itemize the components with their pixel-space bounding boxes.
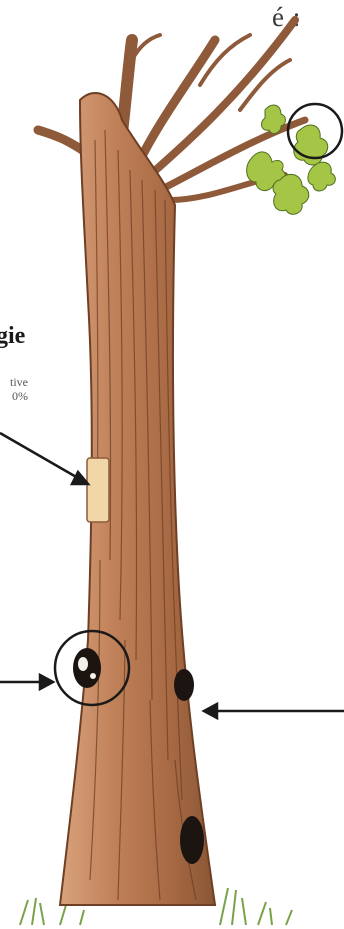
trunk-wound-lower [180, 816, 204, 864]
trunk [60, 93, 215, 905]
tree-cavity-icon [73, 648, 101, 688]
bark-patch-icon [87, 458, 109, 522]
trunk-wound-upper [174, 669, 194, 701]
arrow-to-bark-patch [0, 433, 78, 478]
